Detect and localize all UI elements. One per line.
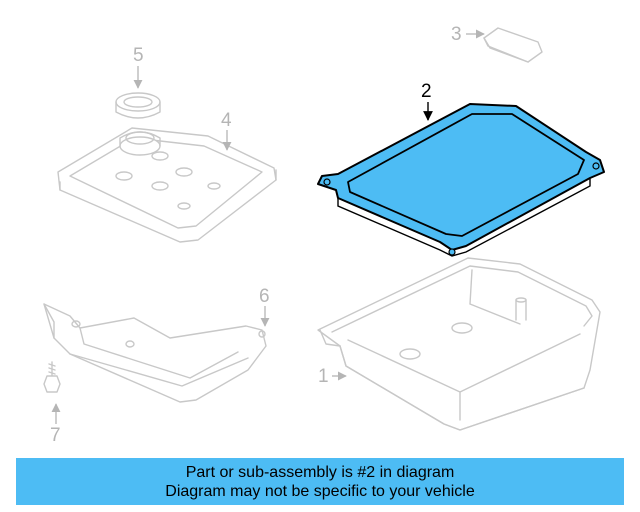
part-7-bolt (43, 361, 61, 424)
callout-3-label: 3 (451, 24, 462, 45)
part-2-gasket (317, 102, 605, 257)
part-6-bracket (43, 303, 270, 403)
callout-1-label: 1 (318, 366, 329, 387)
callout-6-label: 6 (259, 286, 270, 307)
banner-line-1: Part or sub-assembly is #2 in diagram (185, 463, 455, 481)
callout-5-label: 5 (133, 45, 144, 66)
callout-2-label: 2 (421, 81, 432, 102)
banner-line-2: Diagram may not be specific to your vehi… (165, 482, 475, 500)
info-banner: Part or sub-assembly is #2 in diagram Di… (16, 458, 624, 505)
part-1-oil-pan (317, 257, 601, 431)
part-3-pad (466, 27, 543, 63)
part-4-filter (57, 127, 277, 243)
part-5-seal (115, 66, 161, 119)
callout-7-label: 7 (50, 425, 61, 446)
callout-4-label: 4 (221, 110, 232, 131)
